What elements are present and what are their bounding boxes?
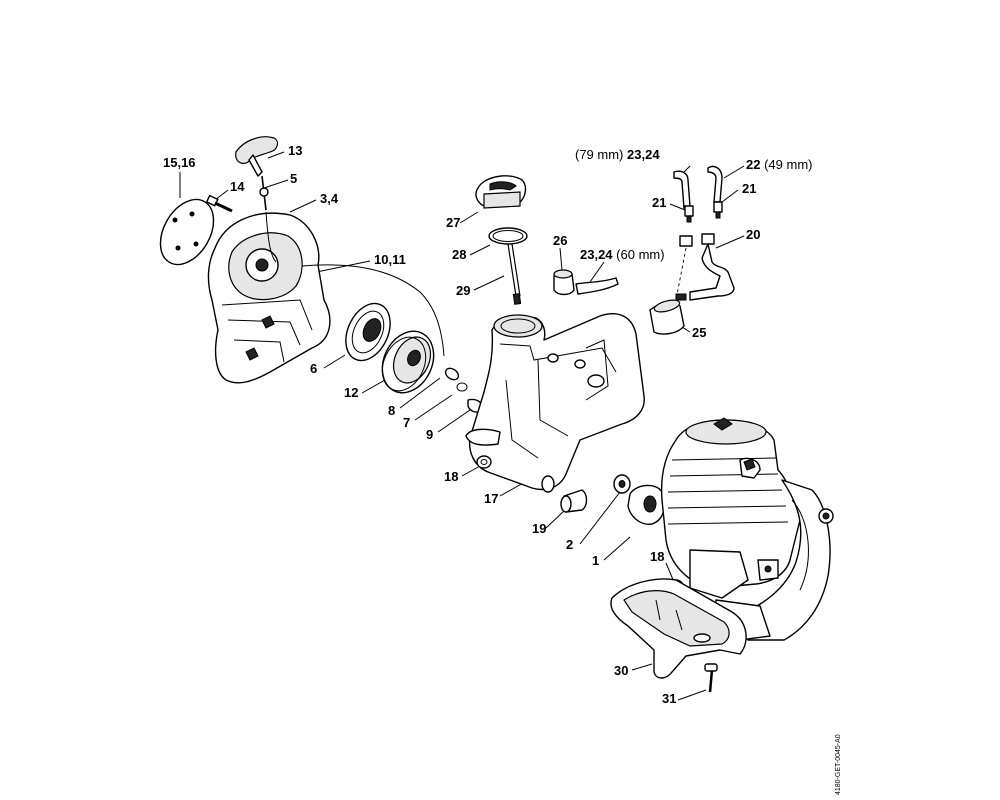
label-22: 22 (49 mm) <box>746 158 812 172</box>
label-23-24-top-number: 23,24 <box>627 147 660 162</box>
label-31: 31 <box>662 691 677 706</box>
screw-31 <box>704 663 718 693</box>
starter-rope <box>265 211 445 357</box>
label-27: 27 <box>446 215 461 230</box>
label-17: 17 <box>484 491 499 506</box>
label-23-24-top-size: (79 mm) <box>575 147 624 162</box>
annular-buffer <box>613 474 666 525</box>
label-1: 1 <box>592 553 600 568</box>
label-3-4: 3,4 <box>320 191 339 206</box>
label-23-24-mid-number: 23,24 <box>580 247 613 262</box>
fuel-filter <box>649 293 687 335</box>
label-22-size: (49 mm) <box>764 157 813 172</box>
label-22-number: 22 <box>746 157 761 172</box>
label-26: 26 <box>553 233 568 248</box>
fuel-tank <box>465 313 645 493</box>
label-23-24-mid: 23,24 (60 mm) <box>580 248 665 262</box>
label-20: 20 <box>746 227 761 242</box>
leader-lines <box>179 151 745 701</box>
bottom-plate <box>610 578 747 679</box>
label-30: 30 <box>614 663 629 678</box>
label-18-top: 18 <box>444 469 459 484</box>
label-25: 25 <box>692 325 707 340</box>
label-15-16: 15,16 <box>163 155 196 170</box>
label-28: 28 <box>452 247 467 262</box>
grommet-18-top <box>476 455 492 469</box>
label-19: 19 <box>532 521 547 536</box>
sleeve-19 <box>560 489 588 513</box>
label-29: 29 <box>456 283 471 298</box>
label-7: 7 <box>403 415 411 430</box>
fittings <box>684 201 723 223</box>
label-10-11: 10,11 <box>374 252 406 267</box>
label-5: 5 <box>290 171 298 186</box>
rewind-spring <box>345 302 391 362</box>
starter-grip <box>235 136 279 211</box>
label-13: 13 <box>288 143 303 158</box>
cover-disc <box>159 198 215 266</box>
label-9: 9 <box>426 427 434 442</box>
pickup-body <box>507 243 522 305</box>
label-2: 2 <box>566 537 574 552</box>
engine-assembly <box>660 417 834 641</box>
fuel-line <box>675 233 735 301</box>
label-21-left: 21 <box>652 195 667 210</box>
screw-14 <box>205 194 233 213</box>
label-23-24-top: (79 mm) 23,24 <box>575 148 660 162</box>
label-8: 8 <box>388 403 396 418</box>
grommet-and-hose <box>553 269 619 296</box>
label-21-right: 21 <box>742 181 757 196</box>
label-23-24-mid-size: (60 mm) <box>616 247 665 262</box>
fan-housing <box>207 212 331 384</box>
pawl-washer-clip <box>444 367 483 413</box>
label-12: 12 <box>344 385 359 400</box>
label-18-bottom: 18 <box>650 549 665 564</box>
drawing-reference-number: 4180-GET-0045-A0 <box>835 734 842 795</box>
label-6: 6 <box>310 361 318 376</box>
filler-cap <box>475 175 527 209</box>
label-14: 14 <box>230 179 245 194</box>
rope-rotor <box>381 330 435 394</box>
